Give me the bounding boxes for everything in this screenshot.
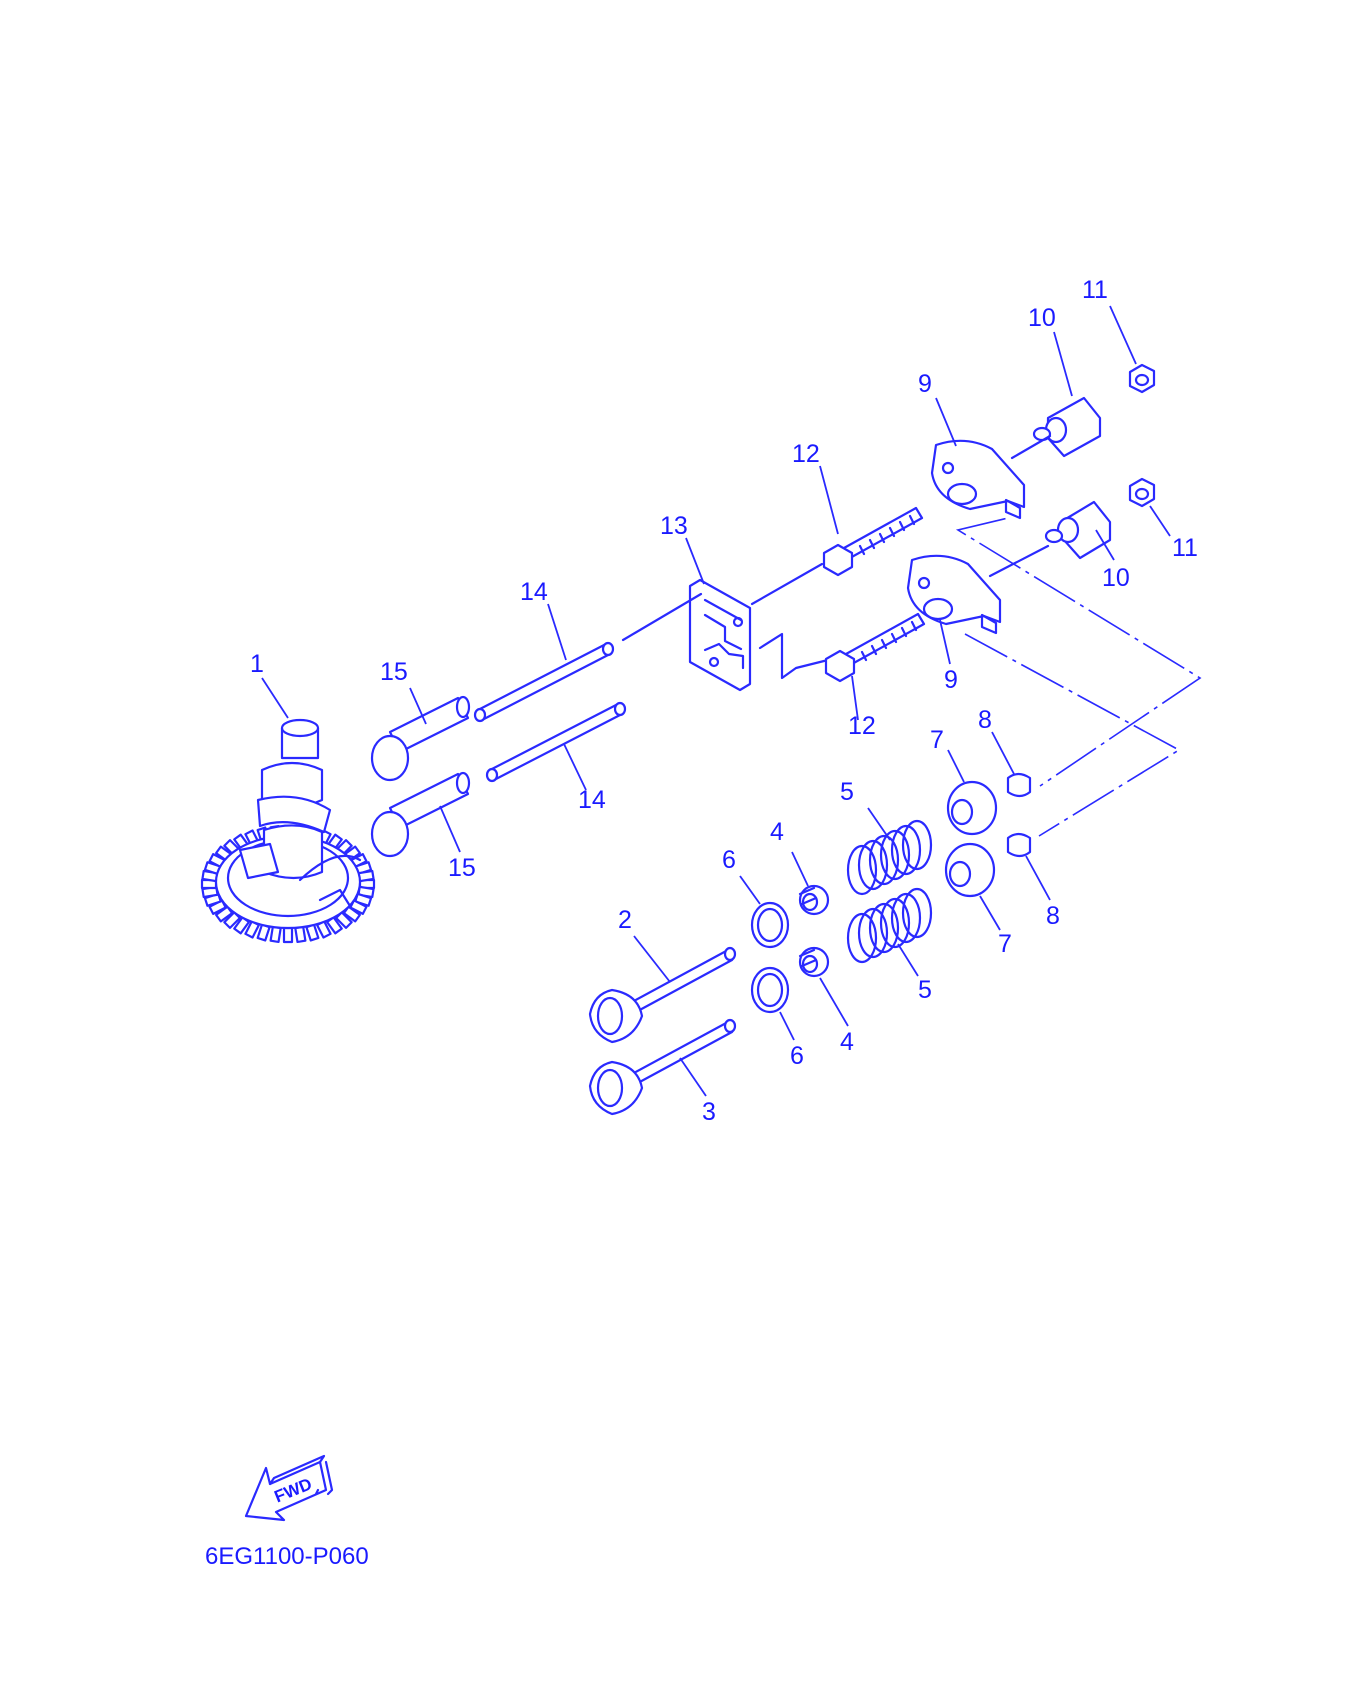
- callout-13: 13: [660, 512, 688, 540]
- part-retainer-lower: [944, 842, 996, 898]
- callout-9-upper: 9: [918, 370, 932, 398]
- part-retainer-upper: [946, 780, 998, 836]
- part-pivot-upper: [1032, 396, 1102, 458]
- callout-14-upper: 14: [520, 578, 548, 606]
- part-camshaft: [200, 718, 376, 944]
- part-exhaust-valve: [588, 1018, 737, 1116]
- part-rocker-arm-upper: [930, 439, 1026, 520]
- part-push-rod-guide: [688, 578, 752, 692]
- callout-7-lower: 7: [998, 930, 1012, 958]
- callout-8-upper: 8: [978, 706, 992, 734]
- part-push-rod-upper: [473, 641, 615, 723]
- callout-8-lower: 8: [1046, 902, 1060, 930]
- part-washer-upper: [750, 901, 790, 949]
- part-washer-lower: [750, 966, 790, 1014]
- part-pivot-lower: [1044, 500, 1112, 560]
- part-stud-upper: [822, 506, 924, 577]
- callout-1: 1: [250, 650, 264, 678]
- part-cotter-lower: [1006, 832, 1032, 858]
- part-intake-valve: [588, 946, 737, 1044]
- part-valve-spring-lower: [846, 887, 933, 964]
- callout-7-upper: 7: [930, 726, 944, 754]
- part-nut-lower: [1128, 477, 1156, 508]
- callout-3: 3: [702, 1098, 716, 1126]
- fwd-arrow-icon: FWD: [244, 1454, 334, 1522]
- part-nut-upper: [1128, 363, 1156, 394]
- part-stud-lower: [824, 612, 926, 683]
- callout-10-lower: 10: [1102, 564, 1130, 592]
- callout-5-lower: 5: [918, 976, 932, 1004]
- leader-lines: [261, 305, 1171, 1097]
- callout-labels: 1 2 3 4 4 5 5 6 6 7 7 8 8 9 9 10 10 11 1…: [250, 276, 1198, 1126]
- callout-2: 2: [618, 906, 632, 934]
- callout-11-upper: 11: [1082, 276, 1108, 304]
- part-rocker-arm-lower: [906, 554, 1002, 635]
- callout-10-upper: 10: [1028, 304, 1056, 332]
- part-cotter-upper: [1006, 772, 1032, 798]
- callout-14-lower: 14: [578, 786, 606, 814]
- diagram-code: 6EG1100-P060: [205, 1543, 369, 1570]
- callout-12-lower: 12: [848, 712, 876, 740]
- callout-4-upper: 4: [770, 818, 784, 846]
- part-valve-spring-upper: [846, 819, 933, 896]
- callout-9-lower: 9: [944, 666, 958, 694]
- callout-15-upper: 15: [380, 658, 408, 686]
- part-push-rod-lower: [485, 701, 627, 783]
- callout-12-upper: 12: [792, 440, 820, 468]
- callout-11-lower: 11: [1172, 534, 1198, 562]
- part-valve-lifter-upper: [370, 695, 471, 782]
- part-stem-seal-lower: [798, 946, 830, 978]
- part-stem-seal-upper: [798, 884, 830, 916]
- part-valve-lifter-lower: [370, 771, 471, 858]
- callout-6-upper: 6: [722, 846, 736, 874]
- callout-6-lower: 6: [790, 1042, 804, 1070]
- callout-5-upper: 5: [840, 778, 854, 806]
- callout-4-lower: 4: [840, 1028, 854, 1056]
- callout-15-lower: 15: [448, 854, 476, 882]
